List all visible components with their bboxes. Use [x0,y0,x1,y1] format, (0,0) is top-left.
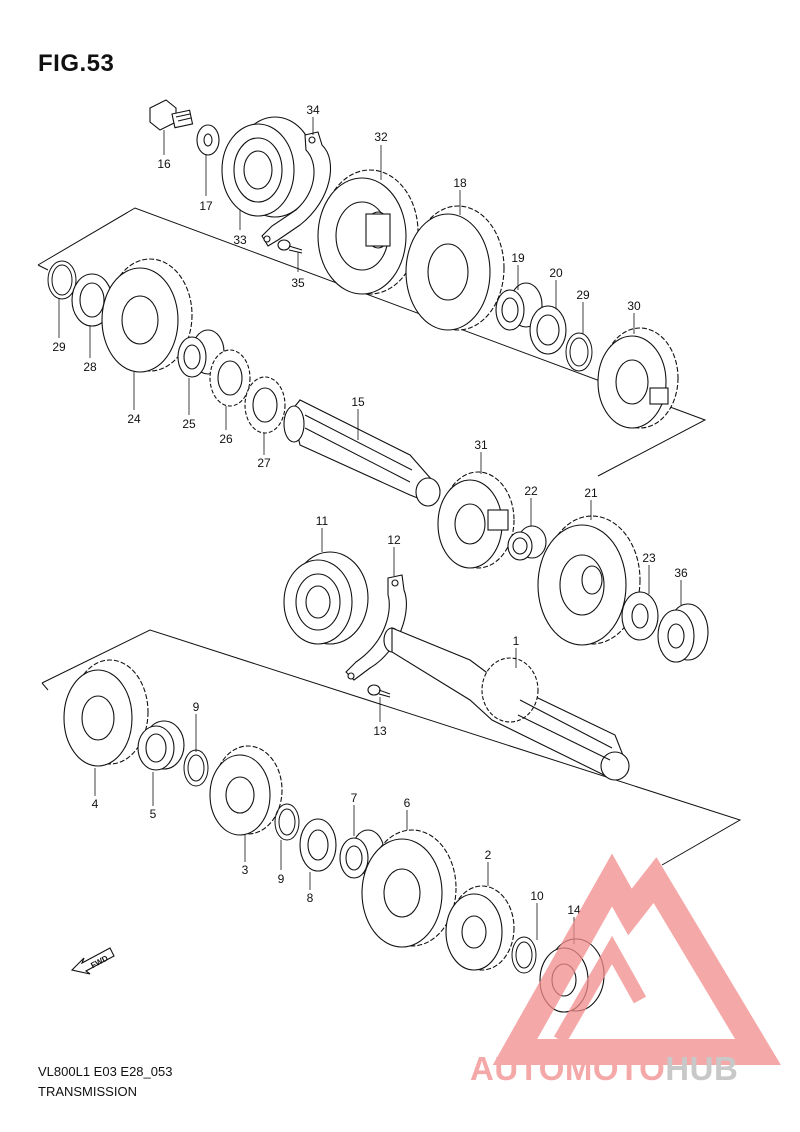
part-29-circlip-right [565,332,593,372]
part-16-bolt [149,99,194,131]
part-9-circlip-lower [274,803,300,841]
label-12: 12 [387,533,401,547]
brand-part1: AUTOMOTO [470,1050,666,1087]
driveshaft-boundary [41,629,742,866]
label-4: 4 [92,797,99,811]
part-26-lock-washer [209,349,251,407]
label-22: 22 [524,484,538,498]
label-7: 7 [351,791,358,805]
watermark-brand: AUTOMOTOHUB [470,1050,738,1088]
label-29-left: 29 [52,340,66,354]
part-30-gear [597,327,679,429]
part-2-gear [445,885,515,971]
label-10: 10 [530,889,544,903]
label-9-upper: 9 [193,700,200,714]
part-11-bearing [283,551,369,645]
diagram-name: TRANSMISSION [38,1084,137,1099]
label-27: 27 [257,456,271,470]
label-14: 14 [567,903,581,917]
figure-title: FIG.53 [38,50,115,77]
forward-arrow-icon: FWD [70,947,115,975]
part-27-lock-washer [244,376,286,434]
part-20-washer [529,305,567,355]
part-17-washer [196,124,220,156]
brand-part2: HUB [665,1050,739,1087]
label-13: 13 [373,724,387,738]
part-21-gear [537,515,641,646]
label-19: 19 [511,251,525,265]
part-36-bearing [657,603,709,663]
diagram-code: VL800L1 E03 E28_053 [38,1064,173,1079]
label-21: 21 [584,486,598,500]
label-11: 11 [316,514,329,528]
part-35-screw [277,239,303,254]
label-35: 35 [291,276,305,290]
label-23: 23 [642,551,656,565]
watermark-logo-icon [492,853,781,1065]
label-30: 30 [627,299,641,313]
label-8: 8 [307,891,314,905]
label-32: 32 [374,130,388,144]
part-15-countershaft [283,399,441,507]
label-16: 16 [157,157,171,171]
leader-lines [58,117,682,944]
part-3-gear [209,745,283,836]
part-23-washer [621,591,659,641]
part-6-gear [361,829,457,948]
part-1-driveshaft [383,627,630,781]
label-2: 2 [485,848,492,862]
label-18: 18 [453,176,467,190]
part-12-retainer [345,574,407,681]
label-20: 20 [549,266,563,280]
part-33-bearing [221,116,316,218]
part-labels: 16 17 33 34 35 32 18 19 20 29 30 29 28 2… [52,103,688,917]
part-29-circlip-left [47,260,77,300]
label-28: 28 [83,360,97,374]
label-26: 26 [219,432,233,446]
label-9-lower: 9 [278,872,285,886]
part-8-washer [299,818,337,872]
label-25: 25 [182,417,196,431]
part-9-circlip-upper [183,749,209,787]
part-5-bushing [137,720,185,771]
label-24: 24 [127,412,141,426]
part-22-bushing [507,525,547,561]
part-34-retainer [261,131,332,247]
label-33: 33 [233,233,247,247]
label-5: 5 [150,807,157,821]
part-4-gear [63,659,149,767]
label-17: 17 [199,199,213,213]
label-36: 36 [674,566,688,580]
label-15: 15 [351,395,365,409]
label-1: 1 [513,634,520,648]
part-10-circlip [511,936,537,974]
part-31-gear [437,471,515,569]
label-29-right: 29 [576,288,590,302]
part-32-gear [317,169,419,295]
label-6: 6 [404,796,411,810]
label-31: 31 [474,438,488,452]
label-34: 34 [306,103,320,117]
part-18-gear [405,205,505,331]
part-13-screw [367,684,391,698]
part-24-gear [101,258,193,373]
label-3: 3 [242,863,249,877]
